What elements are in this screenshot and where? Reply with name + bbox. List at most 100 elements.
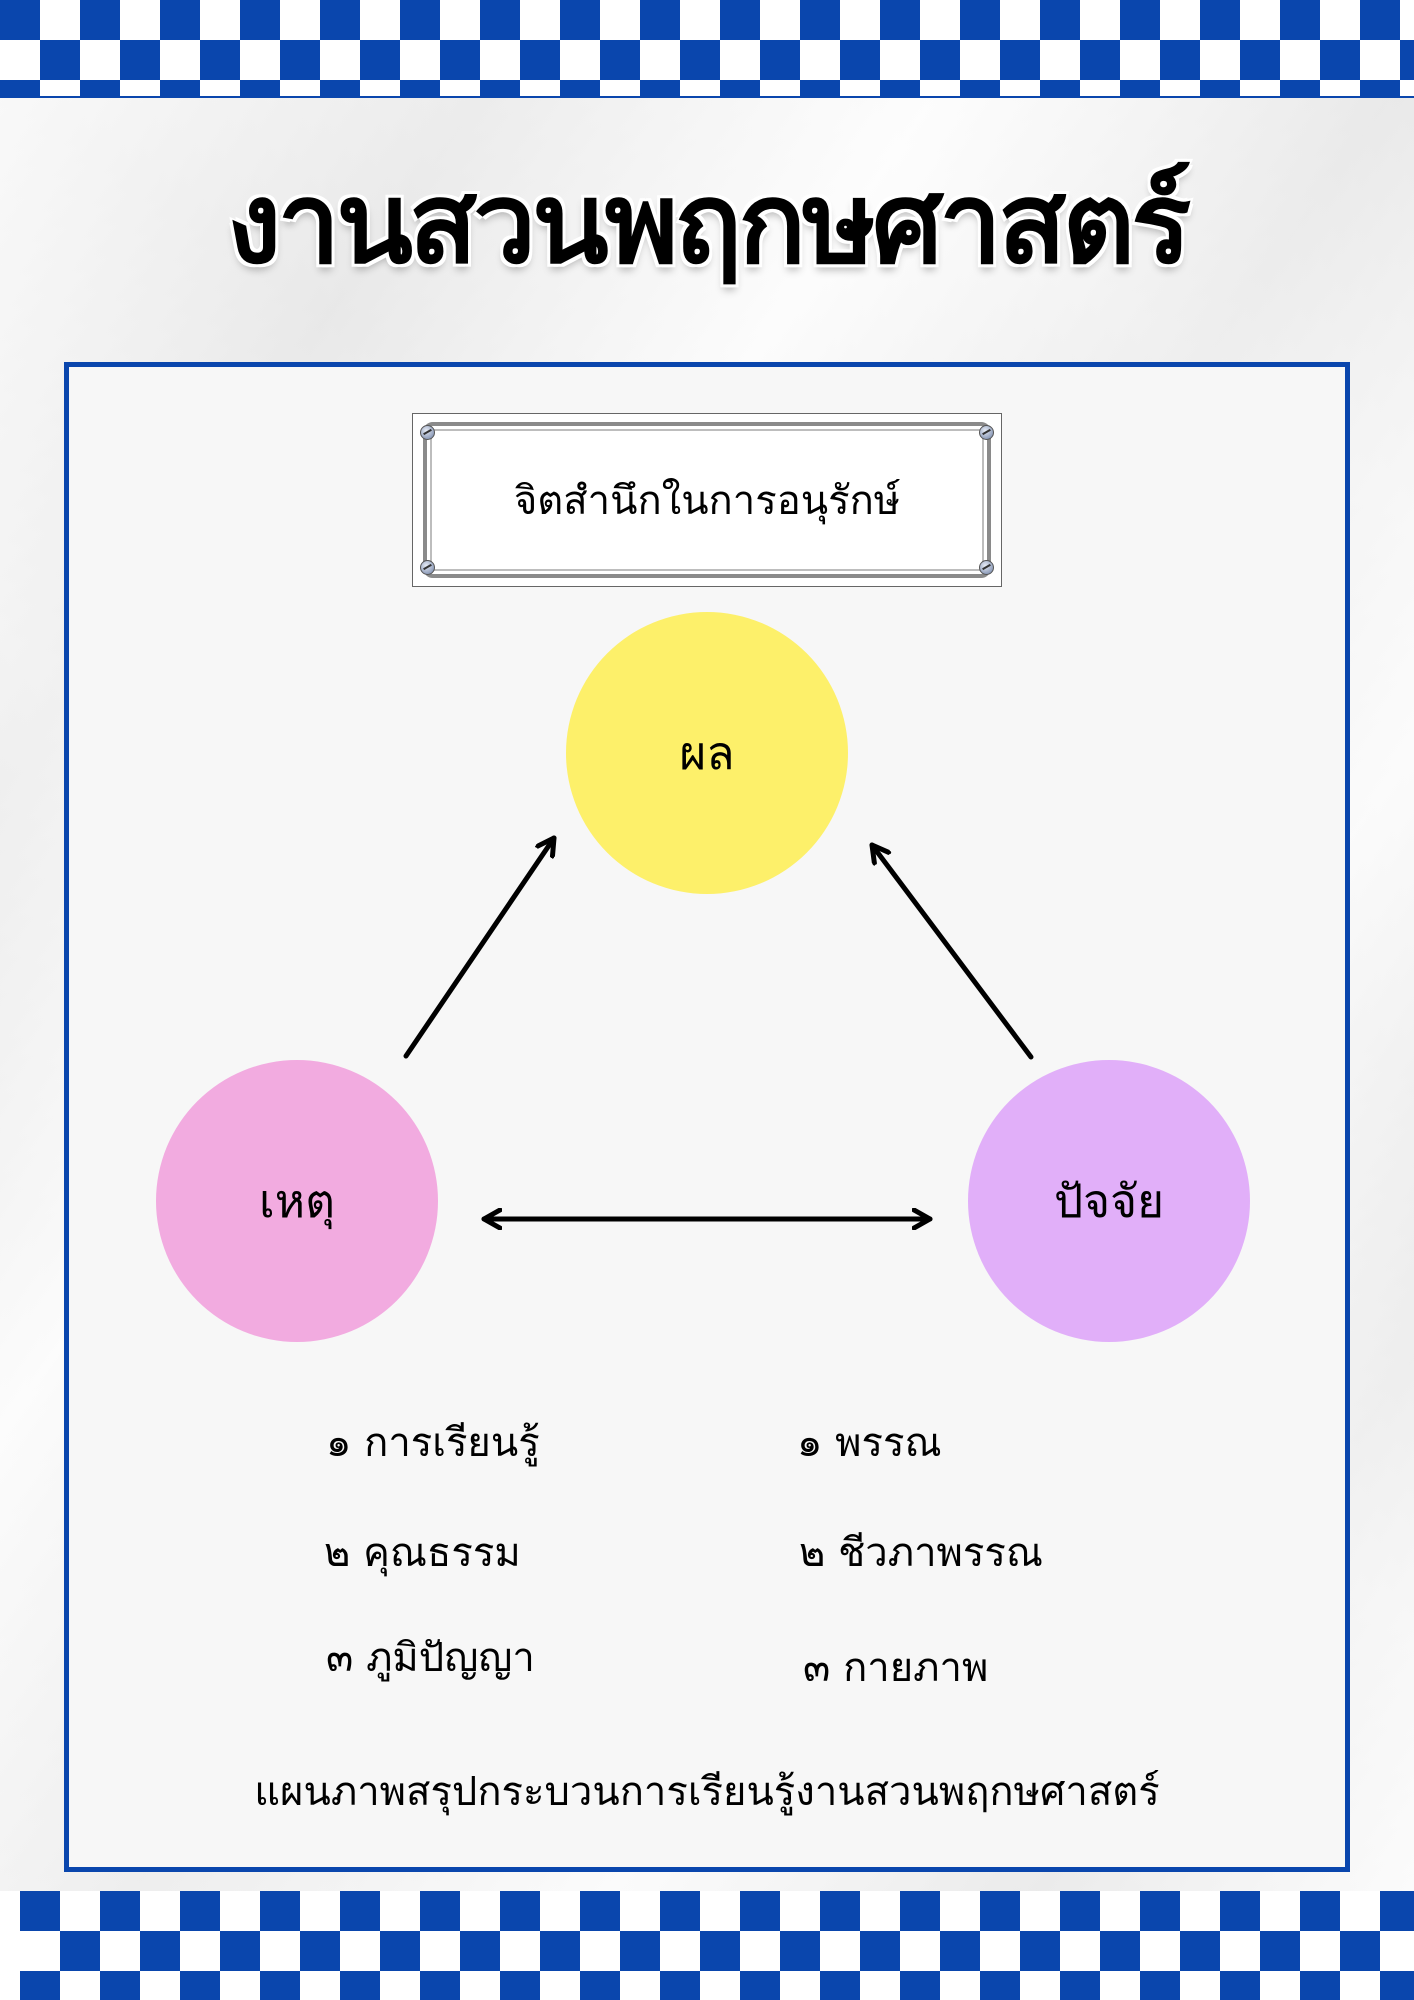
checker-square bbox=[560, 0, 600, 40]
result-node: ผล bbox=[566, 612, 848, 894]
plaque-frame bbox=[423, 422, 991, 578]
checker-square bbox=[1060, 1971, 1100, 2000]
list-item-number: ๒ bbox=[799, 1530, 826, 1576]
checker-square bbox=[0, 80, 40, 96]
checker-square bbox=[1200, 80, 1240, 96]
checker-square bbox=[500, 1971, 540, 2000]
plaque-label: จิตสำนึกในการอนุรักษ์ bbox=[513, 478, 901, 524]
checker-square bbox=[1020, 1931, 1060, 1971]
checker-square bbox=[340, 1971, 380, 2000]
checker-square bbox=[840, 40, 880, 80]
cause-list-item: ๓ ภูมิปัญญา bbox=[326, 1638, 535, 1678]
checker-square bbox=[760, 40, 800, 80]
checker-square bbox=[480, 80, 520, 96]
checker-square bbox=[1120, 80, 1160, 96]
checker-square bbox=[660, 1971, 700, 2000]
checker-square bbox=[280, 40, 320, 80]
checker-square bbox=[180, 1971, 220, 2000]
checker-square bbox=[960, 0, 1000, 40]
checker-square bbox=[960, 80, 1000, 96]
checker-square bbox=[160, 0, 200, 40]
checker-square bbox=[360, 40, 400, 80]
checker-square bbox=[1140, 1971, 1180, 2000]
result-label: ผล bbox=[679, 725, 735, 780]
diagram-caption: แผนภาพสรุปกระบวนการเรียนรู้งานสวนพฤกษศาส… bbox=[254, 1769, 1160, 1815]
checker-square bbox=[1240, 40, 1280, 80]
checker-square bbox=[1220, 1971, 1260, 2000]
checker-square bbox=[20, 1891, 60, 1931]
screw-icon bbox=[420, 560, 435, 575]
checker-square bbox=[500, 1891, 540, 1931]
list-item-text: คุณธรรม bbox=[363, 1530, 521, 1576]
factor-list-item: ๑ พรรณ bbox=[797, 1423, 942, 1463]
checker-square bbox=[980, 1971, 1020, 2000]
checker-square bbox=[920, 40, 960, 80]
checker-square bbox=[1060, 1891, 1100, 1931]
checker-square bbox=[1220, 1891, 1260, 1931]
checker-square bbox=[800, 80, 840, 96]
checker-square bbox=[900, 1971, 940, 2000]
checker-square bbox=[160, 80, 200, 96]
checker-square bbox=[1300, 1971, 1340, 2000]
checker-square bbox=[1400, 40, 1414, 80]
list-item-text: กายภาพ bbox=[843, 1645, 989, 1691]
checker-square bbox=[580, 1971, 620, 2000]
checker-square bbox=[600, 40, 640, 80]
checker-square bbox=[1280, 0, 1320, 40]
checker-square bbox=[1000, 40, 1040, 80]
checker-square bbox=[140, 1931, 180, 1971]
page-title: งานสวนพฤกษศาสตร์ bbox=[226, 158, 1191, 289]
checker-square bbox=[940, 1931, 980, 1971]
checker-square bbox=[1040, 0, 1080, 40]
checker-square bbox=[980, 1891, 1020, 1931]
checker-square bbox=[220, 1931, 260, 1971]
checker-square bbox=[780, 1931, 820, 1971]
checker-square bbox=[260, 1891, 300, 1931]
checker-square bbox=[400, 0, 440, 40]
checker-square bbox=[320, 0, 360, 40]
checker-square bbox=[480, 0, 520, 40]
list-item-number: ๑ bbox=[797, 1420, 823, 1466]
checker-square bbox=[1200, 0, 1240, 40]
checker-square bbox=[460, 1931, 500, 1971]
checker-square bbox=[660, 1891, 700, 1931]
checker-square bbox=[260, 1971, 300, 2000]
checker-square bbox=[40, 40, 80, 80]
screw-icon bbox=[420, 425, 435, 440]
checker-square bbox=[1040, 80, 1080, 96]
checker-square bbox=[240, 0, 280, 40]
checker-square bbox=[640, 0, 680, 40]
list-item-text: ภูมิปัญญา bbox=[366, 1635, 535, 1681]
list-item-number: ๓ bbox=[803, 1645, 831, 1691]
checker-square bbox=[720, 80, 760, 96]
plaque-sign: จิตสำนึกในการอนุรักษ์ bbox=[412, 413, 1002, 587]
checker-square bbox=[200, 40, 240, 80]
checker-square bbox=[880, 80, 920, 96]
list-item-number: ๓ bbox=[326, 1635, 354, 1681]
checker-square bbox=[420, 1971, 460, 2000]
checker-square bbox=[860, 1931, 900, 1971]
checker-square bbox=[1320, 40, 1360, 80]
checker-square bbox=[1280, 80, 1320, 96]
checker-square bbox=[560, 80, 600, 96]
list-item-number: ๑ bbox=[326, 1420, 352, 1466]
cause-list-item: ๑ การเรียนรู้ bbox=[326, 1423, 540, 1463]
checker-square bbox=[1160, 40, 1200, 80]
factor-label: ปัจจัย bbox=[1053, 1173, 1165, 1228]
checker-square bbox=[520, 40, 560, 80]
checker-square bbox=[80, 0, 120, 40]
checker-square bbox=[820, 1971, 860, 2000]
checker-square bbox=[440, 40, 480, 80]
arrow-cause-to-result bbox=[403, 835, 557, 1059]
list-item-text: ชีวภาพรรณ bbox=[838, 1530, 1043, 1576]
checker-border-bottom bbox=[0, 1891, 1414, 2000]
checker-square bbox=[100, 1971, 140, 2000]
arrow-factor-to-result bbox=[869, 842, 1034, 1060]
checker-square bbox=[400, 80, 440, 96]
checker-square bbox=[620, 1931, 660, 1971]
checker-square bbox=[820, 1891, 860, 1931]
cause-list-item: ๒ คุณธรรม bbox=[324, 1533, 521, 1573]
checker-square bbox=[1120, 0, 1160, 40]
checker-square bbox=[0, 0, 40, 40]
